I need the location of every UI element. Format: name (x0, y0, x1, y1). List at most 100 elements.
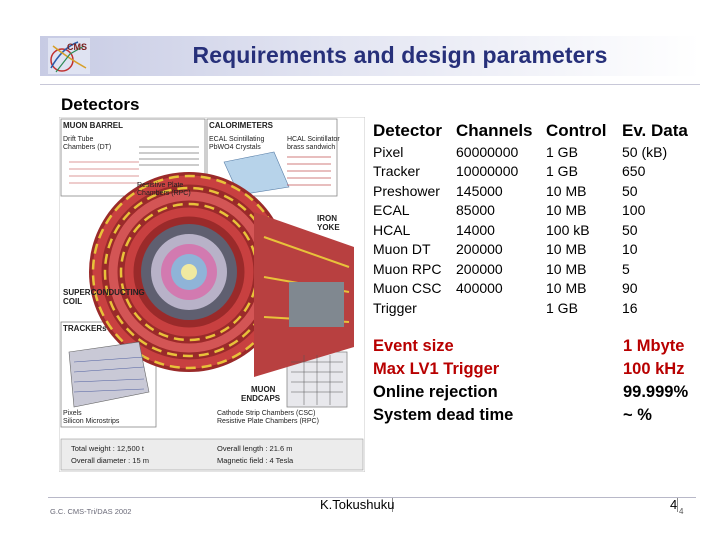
cell-channels (456, 298, 546, 318)
summary-value-online-rejection: 99.999% (623, 383, 689, 401)
summary-label-online-rejection: Online rejection (373, 383, 498, 401)
label-hcal: HCAL Scintillator (287, 136, 340, 143)
section-label: Detectors (61, 95, 140, 114)
caption-total-weight: Total weight : 12,500 t (71, 444, 145, 453)
detector-table: Detector Channels Control Ev. Data Pixel… (373, 120, 712, 318)
cell-control: 10 MB (546, 260, 587, 277)
cell-channels: 85000 (456, 202, 495, 219)
header-divider (40, 84, 700, 85)
cell-ev-data: 10 (622, 241, 638, 258)
cell-detector: Trigger (373, 299, 417, 316)
cell-detector: Muon DT (373, 241, 431, 258)
figure-caption-box (60, 438, 364, 471)
table-row: Trigger 1 GB 16 (373, 298, 712, 318)
table-row: Tracker 10000000 1 GB 650 (373, 162, 712, 182)
cell-channels: 14000 (456, 221, 495, 238)
caption-overall-diameter: Overall diameter : 15 m (71, 456, 149, 465)
cell-detector: Muon CSC (373, 280, 442, 297)
label-muon: MUON (251, 385, 276, 394)
label-dt: Drift Tube (63, 136, 93, 143)
label-hcal2: brass sandwich (287, 144, 335, 151)
summary-row: System dead time ~ % (373, 404, 688, 427)
label-pixels: Pixels (63, 410, 82, 417)
label-calorimeters: CALORIMETERS (209, 121, 274, 130)
cell-channels: 400000 (456, 280, 503, 297)
cell-control: 1 GB (546, 299, 578, 316)
label-trackers: TRACKERs (63, 324, 107, 333)
cell-ev-data: 650 (622, 163, 646, 180)
footer-divider (48, 497, 696, 498)
cell-ev-data: 50 (kB) (622, 143, 668, 160)
label-csc: Cathode Strip Chambers (CSC) (217, 410, 315, 417)
cell-ev-data: 100 (622, 202, 646, 219)
summary-label-event-size: Event size (373, 337, 454, 355)
summary-label-max-lv1-trigger: Max LV1 Trigger (373, 360, 500, 378)
footer-page-number: 4 (670, 497, 678, 512)
summary-value-event-size: 1 Mbyte (623, 337, 685, 355)
cell-control: 1 GB (546, 143, 578, 160)
label-superconducting: SUPERCONDUCTING (63, 288, 145, 297)
cell-detector: Pixel (373, 143, 404, 160)
summary-label-system-dead-time: System dead time (373, 406, 514, 424)
column-header-control: Control (546, 121, 607, 140)
caption-magnetic-field: Magnetic field : 4 Tesla (217, 456, 294, 465)
column-header-detector: Detector (373, 121, 442, 140)
label-yoke: YOKE (317, 223, 340, 232)
label-ecal2: PbWO4 Crystals (209, 144, 261, 151)
table-row: Preshower 145000 10 MB 50 (373, 181, 712, 201)
cell-channels: 60000000 (456, 143, 519, 160)
page-title: Requirements and design parameters (192, 42, 608, 68)
cell-control: 10 MB (546, 182, 587, 199)
cell-channels: 200000 (456, 260, 503, 277)
cell-control: 10 MB (546, 202, 587, 219)
label-coil: COIL (63, 297, 82, 306)
cell-detector: HCAL (373, 221, 411, 238)
cell-control: 100 kB (546, 221, 590, 238)
cell-ev-data: 50 (622, 221, 638, 238)
logo-text: CMS (67, 42, 87, 52)
footer-separator (677, 498, 678, 512)
cell-control: 10 MB (546, 280, 587, 297)
cell-detector: Tracker (373, 163, 420, 180)
label-dt2: Chambers (DT) (63, 144, 111, 151)
table-row: ECAL 85000 10 MB 100 (373, 201, 712, 221)
header-band (40, 36, 700, 76)
table-row: Muon CSC 400000 10 MB 90 (373, 279, 712, 299)
cell-ev-data: 16 (622, 299, 638, 316)
cell-control: 10 MB (546, 241, 587, 258)
summary-row: Max LV1 Trigger 100 kHz (373, 358, 688, 381)
label-rpc2: Chambers (RPC) (137, 190, 191, 197)
cell-control: 1 GB (546, 163, 578, 180)
cell-ev-data: 50 (622, 182, 638, 199)
table-header-row: Detector Channels Control Ev. Data (373, 120, 712, 142)
cell-channels: 145000 (456, 182, 503, 199)
table-row: Pixel 60000000 1 GB 50 (kB) (373, 142, 712, 162)
label-iron: IRON (317, 214, 337, 223)
table-row: Muon DT 200000 10 MB 10 (373, 240, 712, 260)
table-row: Muon RPC 200000 10 MB 5 (373, 259, 712, 279)
label-ecal: ECAL Scintillating (209, 136, 264, 143)
cell-detector: ECAL (373, 202, 410, 219)
summary-table: Event size 1 Mbyte Max LV1 Trigger 100 kHz… (373, 335, 688, 427)
footer-page-number-sub: 4 (679, 507, 684, 516)
footer-author: K.Tokushuku (320, 497, 395, 512)
table-row: HCAL 14000 100 kB 50 (373, 220, 712, 240)
column-header-channels: Channels (456, 121, 533, 140)
cms-logo-icon: CMS (48, 38, 90, 74)
cell-ev-data: 5 (622, 260, 630, 277)
cell-detector: Preshower (373, 182, 440, 199)
summary-value-max-lv1-trigger: 100 kHz (623, 360, 685, 378)
summary-value-system-dead-time: ~ % (623, 406, 652, 424)
label-endcaps: ENDCAPS (241, 394, 281, 403)
summary-row: Event size 1 Mbyte (373, 335, 688, 358)
cell-ev-data: 90 (622, 280, 638, 297)
footer-left-text: G.C. CMS-Tri/DAS 2002 (50, 507, 132, 516)
label-rpc-end: Resistive Plate Chambers (RPC) (217, 418, 319, 425)
footer-separator (392, 498, 393, 512)
caption-overall-length: Overall length : 21.6 m (217, 444, 292, 453)
cell-channels: 10000000 (456, 163, 519, 180)
cell-channels: 200000 (456, 241, 503, 258)
cell-detector: Muon RPC (373, 260, 442, 277)
cms-detector-figure: MUON BARREL Drift Tube Chambers (DT) CAL… (59, 117, 365, 472)
summary-row: Online rejection 99.999% (373, 381, 688, 404)
